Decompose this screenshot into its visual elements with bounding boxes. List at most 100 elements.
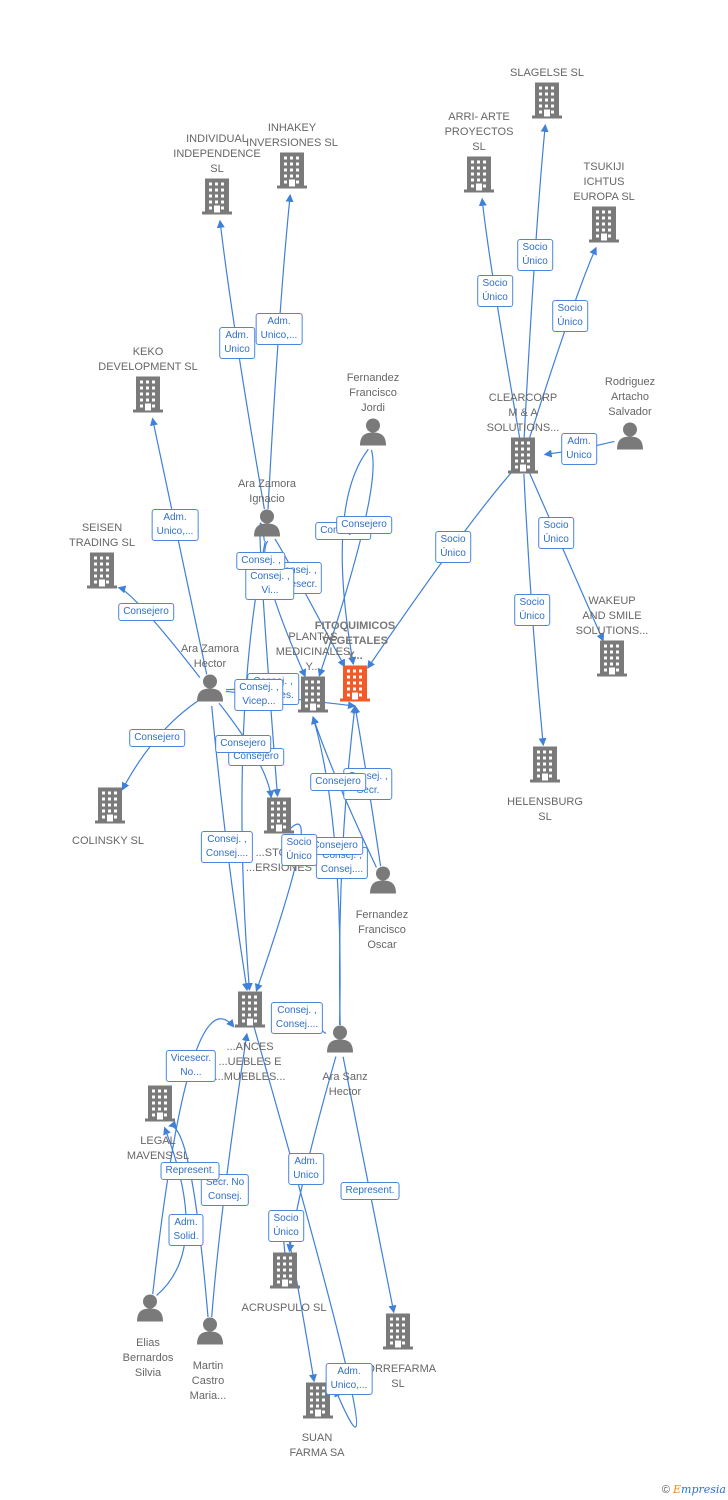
node-label-line: HELENSBURG bbox=[507, 796, 583, 808]
relationship-role-label[interactable]: Consejero bbox=[129, 729, 185, 747]
company-name-label[interactable]: COLINSKY SL bbox=[72, 834, 144, 849]
person-icon[interactable] bbox=[359, 418, 387, 451]
person-icon[interactable] bbox=[253, 509, 281, 542]
company-building-icon[interactable] bbox=[589, 206, 619, 248]
relationship-role-label[interactable]: Consejero bbox=[215, 735, 271, 753]
node-label-line: SLAGELSE SL bbox=[510, 67, 584, 79]
person-icon[interactable] bbox=[369, 866, 397, 899]
relationship-role-label[interactable]: Consej. ,Vicep... bbox=[234, 679, 284, 711]
company-building-icon[interactable] bbox=[530, 746, 560, 788]
relationship-role-label[interactable]: Consej. ,Vicesecr. bbox=[271, 562, 323, 594]
relationship-role-label[interactable]: Consejero bbox=[118, 603, 174, 621]
company-building-icon[interactable] bbox=[383, 1313, 413, 1355]
relationship-role-label[interactable]: Adm.Unico,... bbox=[325, 1363, 373, 1395]
relationship-role-label[interactable]: Represent. bbox=[340, 1182, 400, 1200]
role-label-line: Socio bbox=[286, 837, 312, 848]
company-building-icon[interactable] bbox=[597, 640, 627, 682]
company-building-icon[interactable] bbox=[270, 1252, 300, 1294]
role-label-line: Único bbox=[522, 256, 548, 267]
company-building-icon[interactable] bbox=[235, 991, 265, 1033]
node-label-line: Silvia bbox=[134, 1367, 162, 1379]
company-building-icon[interactable] bbox=[95, 787, 125, 829]
relationship-role-label[interactable]: Consej. , bbox=[236, 552, 286, 570]
relationship-role-label[interactable]: Adm.Unico bbox=[561, 433, 597, 465]
node-label-line: INDIVIDUAL bbox=[186, 133, 248, 145]
relationship-role-label[interactable]: Adm.Unico,... bbox=[255, 313, 303, 345]
person-icon[interactable] bbox=[136, 1294, 164, 1327]
company-building-icon[interactable] bbox=[277, 152, 307, 194]
relationship-role-label[interactable]: Consej. ,Vi... bbox=[245, 568, 295, 600]
node-label-line: SL bbox=[210, 163, 224, 175]
relationship-role-label[interactable]: Adm.Solid. bbox=[168, 1214, 204, 1246]
person-icon-svg bbox=[370, 866, 396, 894]
person-icon[interactable] bbox=[196, 674, 224, 707]
node-label-line: Fernandez bbox=[346, 372, 400, 384]
person-icon[interactable] bbox=[196, 1317, 224, 1350]
company-name-label[interactable]: ACRUSPULO SL bbox=[242, 1301, 327, 1316]
company-building-icon[interactable] bbox=[202, 178, 232, 220]
relationship-role-label[interactable]: Consejero bbox=[310, 773, 366, 791]
company-building-icon[interactable] bbox=[508, 437, 538, 479]
company-name-label[interactable]: ...ANCES...UEBLES E...MUEBLES... bbox=[215, 1040, 286, 1085]
focus-company-building-icon[interactable] bbox=[340, 665, 370, 707]
node-label-line: MAVENS SL bbox=[126, 1150, 190, 1162]
company-building-icon[interactable] bbox=[298, 676, 328, 718]
person-icon[interactable] bbox=[326, 1025, 354, 1058]
company-building-icon[interactable] bbox=[145, 1085, 175, 1127]
company-name-label[interactable]: SLAGELSE SL bbox=[510, 66, 584, 81]
relationship-role-label[interactable]: Adm.Unico bbox=[288, 1153, 324, 1185]
relationship-role-label[interactable]: Adm.Unico bbox=[219, 327, 255, 359]
person-icon[interactable] bbox=[616, 422, 644, 455]
relationship-role-label[interactable]: Vicesecr.No... bbox=[165, 1050, 217, 1082]
building-icon-svg bbox=[597, 640, 627, 677]
footer-brand[interactable]: © Empresia bbox=[662, 1483, 726, 1496]
relationship-role-label[interactable]: Represent. bbox=[160, 1162, 220, 1180]
role-label-line: Consej. , bbox=[207, 834, 247, 845]
role-label-line: Consej. , bbox=[322, 850, 362, 861]
node-label-line: Maria... bbox=[189, 1390, 227, 1402]
role-label-line: Consej. , bbox=[277, 565, 317, 576]
relationship-role-label[interactable]: Consej. ,Consej.... bbox=[200, 831, 254, 863]
role-label-line: Unico bbox=[566, 450, 592, 461]
relationship-role-label[interactable]: Consej. ,Consej.... bbox=[270, 1002, 324, 1034]
company-building-icon[interactable] bbox=[87, 552, 117, 594]
company-building-icon[interactable] bbox=[264, 797, 294, 839]
relationship-role-label[interactable]: Consejero bbox=[336, 516, 392, 534]
building-icon-svg bbox=[464, 156, 494, 193]
company-building-icon[interactable] bbox=[532, 82, 562, 124]
relationship-role-label[interactable]: Adm.Unico,... bbox=[151, 509, 199, 541]
relationship-role-label[interactable]: Consejero bbox=[307, 837, 363, 855]
company-building-icon[interactable] bbox=[464, 156, 494, 198]
company-building-icon[interactable] bbox=[133, 376, 163, 418]
